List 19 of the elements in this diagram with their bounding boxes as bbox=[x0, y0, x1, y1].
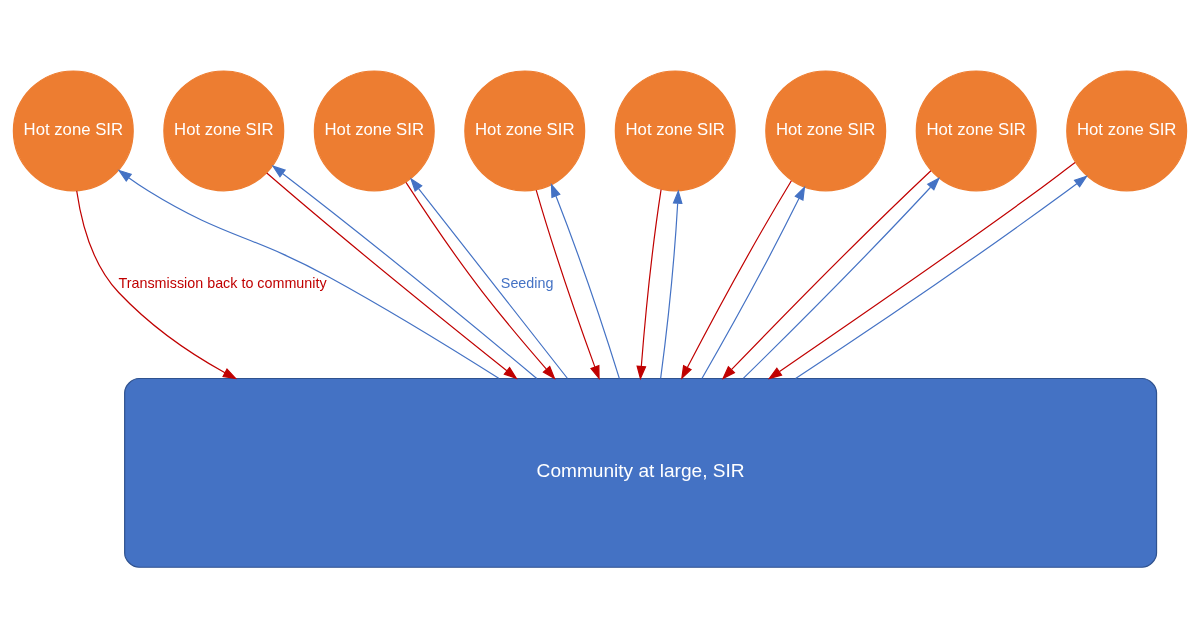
arrow bbox=[681, 180, 792, 380]
arrow bbox=[767, 161, 1076, 380]
arrow bbox=[535, 189, 600, 381]
arrow bbox=[742, 176, 941, 379]
edge-label: Seeding bbox=[500, 275, 554, 292]
arrow bbox=[795, 175, 1088, 379]
node-circle: Hot zone SIR bbox=[614, 70, 736, 192]
arrow bbox=[636, 189, 662, 381]
node-circle: Hot zone SIR bbox=[765, 70, 887, 192]
node-circle: Hot zone SIR bbox=[464, 70, 586, 192]
arrow bbox=[550, 183, 620, 380]
arrow bbox=[721, 170, 932, 380]
arrow bbox=[660, 189, 683, 379]
arrow bbox=[701, 185, 806, 379]
edge-label: Transmission back to community bbox=[118, 275, 327, 292]
arrow bbox=[76, 190, 238, 380]
arrow bbox=[117, 169, 500, 379]
node-circle: Hot zone SIR bbox=[1066, 70, 1188, 192]
node-box: Community at large, SIR bbox=[124, 377, 1158, 568]
